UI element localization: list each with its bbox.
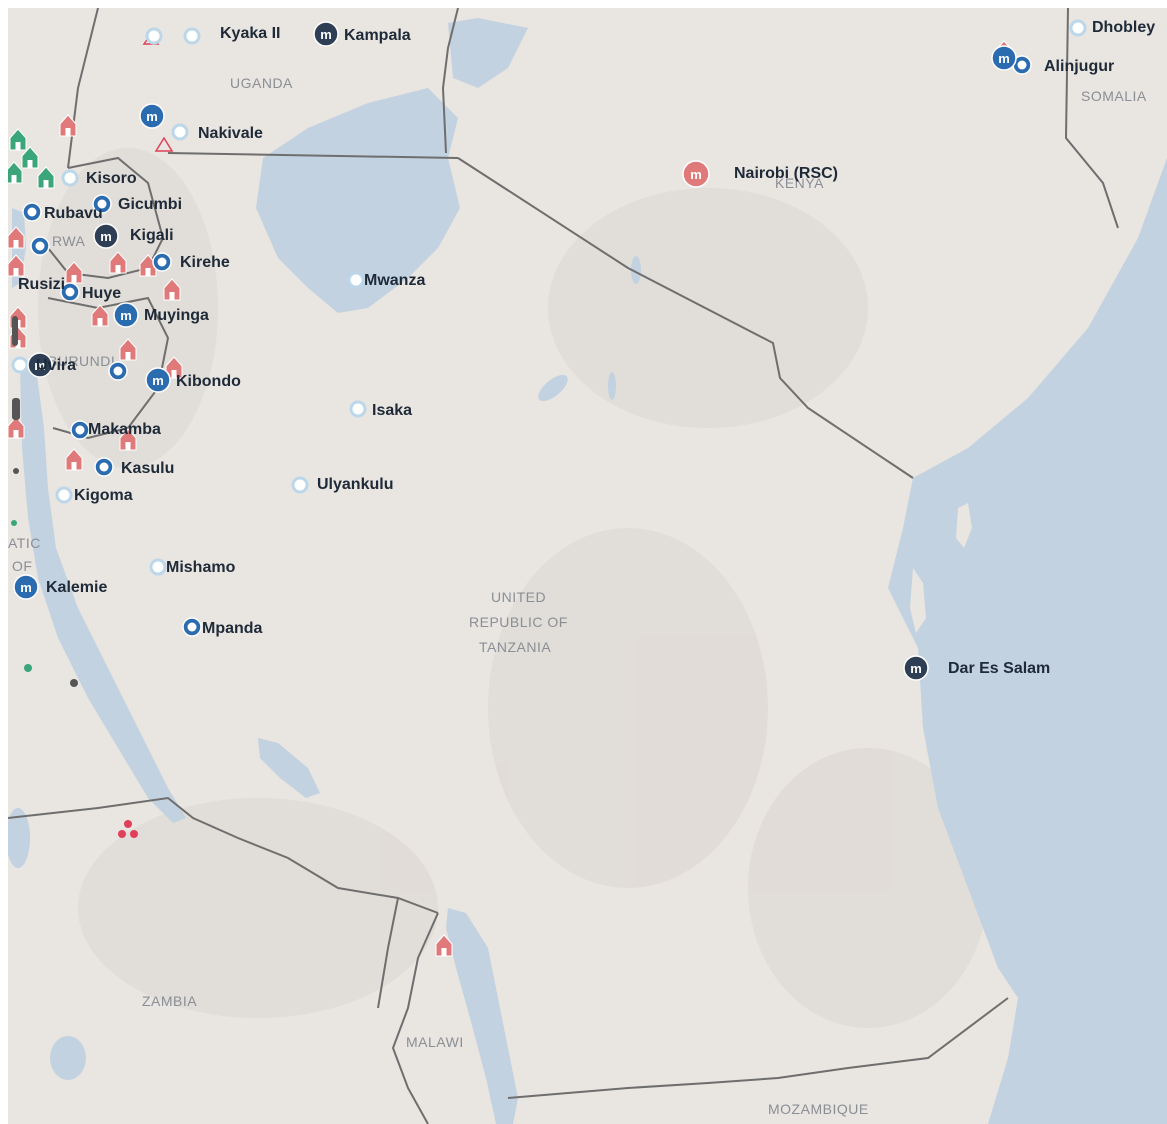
map-canvas[interactable]: UGANDA KENYA SOMALIA RWA BURUNDI ATIC OF… [8, 8, 1167, 1124]
country-label-drc-2: OF [12, 558, 32, 574]
label-kisoro: Kisoro [86, 170, 137, 187]
label-ulyankulu: Ulyankulu [317, 476, 393, 493]
lake-malawi [446, 908, 518, 1124]
lake-natron [631, 256, 641, 284]
lake-rukwa [258, 738, 320, 798]
label-mishamo: Mishamo [166, 559, 236, 576]
label-huye: Huye [82, 285, 121, 302]
label-kasulu: Kasulu [121, 460, 174, 477]
label-nakivale: Nakivale [198, 125, 263, 142]
label-kyaka: Kyaka II [220, 25, 280, 42]
label-uvira: Uvira [36, 357, 76, 374]
label-kigoma: Kigoma [74, 487, 133, 504]
label-rubavu: Rubavu [44, 205, 103, 222]
lake-tanganyika [20, 368, 186, 823]
label-kalemie: Kalemie [46, 579, 107, 596]
lake-bangweulu [8, 808, 30, 868]
country-label-zambia: ZAMBIA [142, 993, 197, 1009]
map-view[interactable]: UGANDA KENYA SOMALIA RWA BURUNDI ATIC OF… [8, 8, 1167, 1124]
country-label-uganda: UGANDA [230, 75, 293, 91]
country-label-malawi: MALAWI [406, 1034, 464, 1050]
label-kirehe: Kirehe [180, 254, 230, 271]
label-kampala: Kampala [344, 27, 411, 44]
lake-eyasi [538, 374, 568, 402]
label-isaka: Isaka [372, 402, 412, 419]
label-kibondo: Kibondo [176, 373, 241, 390]
label-nairobi: Nairobi (RSC) [734, 165, 838, 182]
place-labels: Kyaka II Kampala Nakivale Dhobley Alinju… [18, 19, 1155, 677]
island-pemba [910, 568, 926, 633]
label-muyinga: Muyinga [144, 307, 209, 324]
country-label-drc-1: ATIC [8, 535, 41, 551]
country-label-tanzania-3: TANZANIA [479, 639, 551, 655]
grey-markers[interactable] [12, 316, 78, 687]
indian-ocean [888, 158, 1167, 1124]
country-label-tanzania-2: REPUBLIC OF [469, 614, 568, 630]
label-mpanda: Mpanda [202, 620, 263, 637]
label-makamba: Makamba [88, 421, 161, 438]
lake-mweru [50, 1036, 86, 1080]
country-label-somalia: SOMALIA [1081, 88, 1147, 104]
country-label-rwanda: RWA [52, 233, 86, 249]
label-dar: Dar Es Salam [948, 660, 1050, 677]
island-zanzibar [956, 503, 972, 548]
label-kigali: Kigali [130, 227, 174, 244]
label-dhobley: Dhobley [1092, 19, 1155, 36]
country-label-burundi: BURUNDI [48, 353, 115, 369]
label-alinjugur: Alinjugur [1044, 58, 1114, 75]
lake-kyoga [448, 18, 528, 88]
lake-manyara [608, 372, 616, 400]
svg-text:m: m [690, 167, 702, 182]
country-label-kenya: KENYA [775, 175, 824, 191]
camp-markers[interactable] [8, 32, 1013, 957]
country-borders [8, 8, 1119, 1124]
office-markers[interactable]: m [13, 21, 1017, 681]
label-gicumbi: Gicumbi [118, 196, 182, 213]
country-label-mozambique: MOZAMBIQUE [768, 1101, 869, 1117]
label-rusizi: Rusizi [18, 276, 65, 293]
lake-victoria [256, 88, 460, 313]
country-label-tanzania-1: UNITED [491, 589, 546, 605]
green-camp-markers[interactable] [8, 128, 55, 672]
label-mwanza: Mwanza [364, 272, 425, 289]
